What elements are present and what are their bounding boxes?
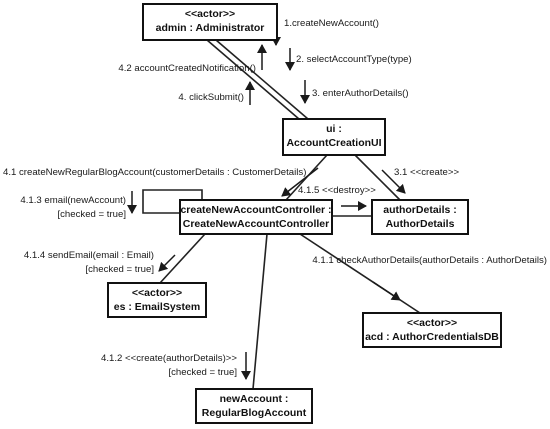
object-email-system-stereotype: <<actor>> bbox=[132, 287, 182, 299]
object-admin-stereotype: <<actor>> bbox=[185, 8, 235, 20]
message-4-1-1-label: 4.1.1 checkAuthorDetails(authorDetails :… bbox=[312, 255, 547, 266]
link-controller-credentials-db bbox=[299, 233, 421, 314]
object-controller-line2: CreateNewAccountController bbox=[183, 218, 329, 230]
object-ui-line1: ui : bbox=[326, 123, 342, 135]
object-email-system-name: es : EmailSystem bbox=[114, 301, 200, 313]
object-author-details: authorDetails : AuthorDetails bbox=[371, 199, 469, 235]
message-2-label: 2. selectAccountType(type) bbox=[296, 54, 412, 65]
message-4-1-5-label: 4.1.5 <<destroy>> bbox=[298, 185, 376, 196]
object-controller-line1: createNewAccountController : bbox=[180, 204, 331, 216]
message-4-1-4-label-line2: [checked = true] bbox=[85, 264, 154, 275]
message-4-1-3-label-line1: 4.1.3 email(newAccount) bbox=[20, 195, 126, 206]
object-admin-name: admin : Administrator bbox=[156, 22, 265, 34]
message-4-1-3-label-line2: [checked = true] bbox=[57, 209, 126, 220]
object-credentials-db: <<actor>> acd : AuthorCredentialsDB bbox=[362, 312, 502, 348]
object-credentials-db-stereotype: <<actor>> bbox=[407, 317, 457, 329]
object-ui: ui : AccountCreationUI bbox=[282, 118, 386, 156]
message-4-1-2-label-line1: 4.1.2 <<create(authorDetails)>> bbox=[101, 353, 237, 364]
object-new-account-line2: RegularBlogAccount bbox=[202, 407, 307, 419]
link-controller-new-account bbox=[252, 233, 268, 390]
message-4-1-2-label-line2: [checked = true] bbox=[168, 367, 237, 378]
object-admin-box bbox=[142, 3, 278, 41]
object-credentials-db-name: acd : AuthorCredentialsDB bbox=[365, 331, 499, 343]
arrow-4-1-4-send-email bbox=[158, 254, 176, 272]
arrow-4-1-1-check-author-details bbox=[372, 281, 401, 301]
object-admin: <<actor>> admin : Administrator bbox=[142, 3, 278, 41]
object-new-account-line1: newAccount : bbox=[220, 393, 289, 405]
link-ui-author-details bbox=[354, 154, 401, 201]
arrow-3-1-create bbox=[381, 169, 406, 194]
message-labels: 1.createNewAccount() 2. selectAccountTyp… bbox=[3, 18, 547, 378]
link-admin-ui-1 bbox=[215, 39, 309, 120]
message-4-2-label: 4.2 accountCreatedNotification() bbox=[118, 63, 256, 74]
object-author-details-line2: AuthorDetails bbox=[386, 218, 455, 230]
message-3-1-label: 3.1 <<create>> bbox=[394, 167, 459, 178]
link-admin-ui-2 bbox=[206, 39, 300, 120]
object-email-system: <<actor>> es : EmailSystem bbox=[107, 282, 207, 318]
object-ui-line2: AccountCreationUI bbox=[286, 137, 381, 149]
arrow-4-1-create-regular-blog-account bbox=[281, 167, 319, 197]
object-controller-box bbox=[179, 199, 333, 235]
message-4-1-4-label-line1: 4.1.4 sendEmail(email : Email) bbox=[24, 250, 154, 261]
message-1-label: 1.createNewAccount() bbox=[284, 18, 379, 29]
link-controller-email-system bbox=[159, 233, 206, 284]
message-4-label: 4. clickSubmit() bbox=[178, 92, 244, 103]
message-arrows bbox=[127, 22, 406, 380]
object-new-account: newAccount : RegularBlogAccount bbox=[195, 388, 313, 424]
links bbox=[142, 39, 421, 390]
self-link-controller bbox=[142, 189, 203, 214]
object-email-system-box bbox=[107, 282, 207, 318]
message-4-1-label: 4.1 createNewRegularBlogAccount(customer… bbox=[3, 167, 306, 178]
object-controller: createNewAccountController : CreateNewAc… bbox=[179, 199, 333, 235]
message-3-label: 3. enterAuthorDetails() bbox=[312, 88, 409, 99]
object-author-details-box bbox=[371, 199, 469, 235]
object-ui-box bbox=[282, 118, 386, 156]
object-new-account-box bbox=[195, 388, 313, 424]
object-author-details-line1: authorDetails : bbox=[383, 204, 457, 216]
object-credentials-db-box bbox=[362, 312, 502, 348]
